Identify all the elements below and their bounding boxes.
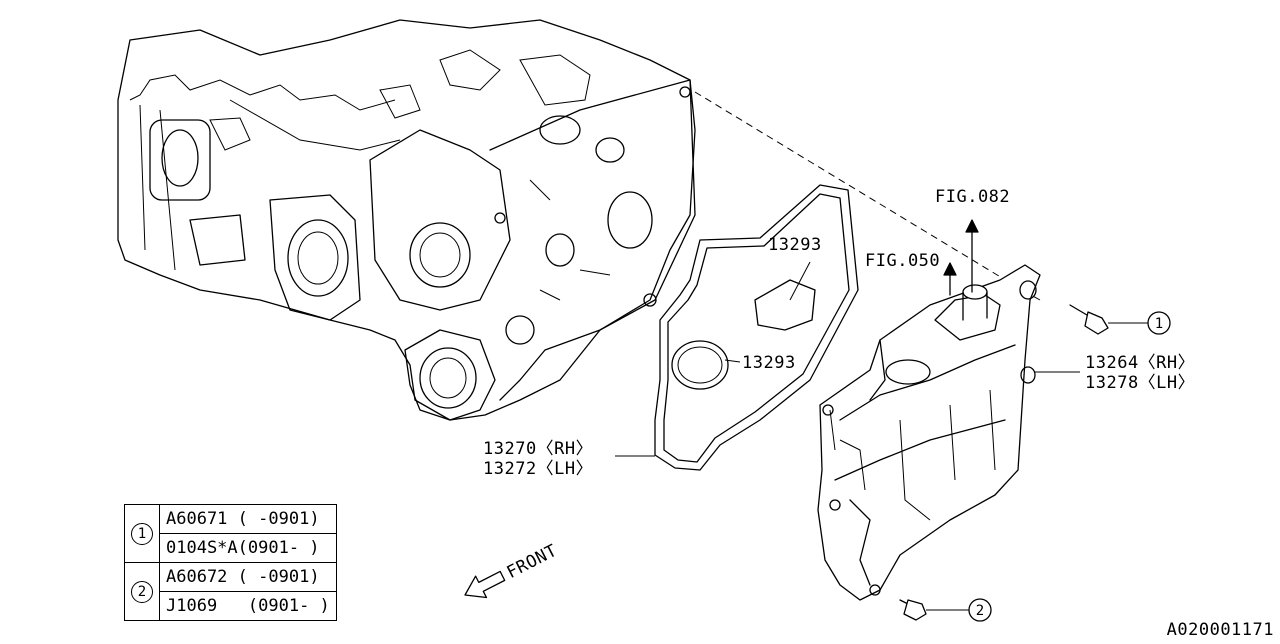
cover-gasket	[654, 184, 859, 471]
fig-050-arrowhead	[943, 262, 957, 276]
legend-part-cell[interactable]: A60671 ( -0901)	[159, 504, 337, 534]
legend-part-number: A60671	[166, 509, 228, 529]
callout-seal-upper[interactable]: 13293	[768, 235, 822, 255]
legend-part-cell[interactable]: J1069 (0901- )	[159, 591, 337, 621]
fig-082-arrowhead	[965, 219, 979, 233]
engine-block	[117, 19, 696, 421]
callout-fig-082[interactable]: FIG.082	[935, 187, 1010, 207]
callout-cover-lh[interactable]: 13278〈LH〉	[1085, 373, 1195, 393]
callout-gasket-rh[interactable]: 13270〈RH〉	[483, 439, 593, 459]
legend-part-number: A60672	[166, 567, 228, 587]
legend-part-number: J1069	[166, 596, 218, 616]
legend-row: 2 A60672 ( -0901)	[124, 562, 337, 621]
legend-date-range: (0901- )	[237, 596, 330, 616]
callout-seal-lower[interactable]: 13293	[742, 353, 796, 373]
parts-legend-table: 1 A60671 ( -0901) 0104S*A(0901- ) 2 A606…	[124, 504, 337, 621]
legend-row: 1 A60671 ( -0901)	[124, 504, 337, 563]
legend-ref-cell: 2	[124, 562, 160, 621]
callout-fig-050[interactable]: FIG.050	[865, 251, 940, 271]
timing-belt-cover	[817, 264, 1041, 601]
front-arrow: FRONT	[464, 541, 561, 599]
front-arrow-label: FRONT	[504, 541, 561, 583]
bolt-1-ref-circle	[1147, 311, 1171, 335]
legend-part-cell[interactable]: 0104S*A(0901- )	[159, 533, 337, 563]
legend-date-range: ( -0901)	[237, 567, 320, 587]
legend-row: 0104S*A(0901- )	[125, 533, 337, 563]
legend-part-number: 0104S*A	[166, 538, 238, 558]
legend-date-range: ( -0901)	[237, 509, 320, 529]
bolt-1-ref-number: 1	[1155, 316, 1163, 332]
legend-ref-cell: 1	[124, 504, 160, 563]
callout-cover-rh[interactable]: 13264〈RH〉	[1085, 353, 1195, 373]
bolt-upper	[1069, 304, 1109, 335]
figure-id: A020001171	[1166, 620, 1274, 640]
bolt-lower	[899, 599, 927, 621]
legend-part-cell[interactable]: A60672 ( -0901)	[159, 562, 337, 592]
seal-lower-leader	[724, 359, 741, 363]
bolt-2-ref-circle	[968, 598, 992, 622]
legend-date-range: (0901- )	[237, 538, 320, 558]
legend-row: J1069 (0901- )	[125, 591, 337, 621]
callout-gasket-lh[interactable]: 13272〈LH〉	[483, 459, 593, 479]
legend-ref-circle: 1	[131, 522, 153, 545]
legend-ref-circle: 2	[131, 580, 153, 603]
seal-upper-leader	[789, 261, 811, 301]
bolt-2-ref-number: 2	[976, 603, 984, 619]
